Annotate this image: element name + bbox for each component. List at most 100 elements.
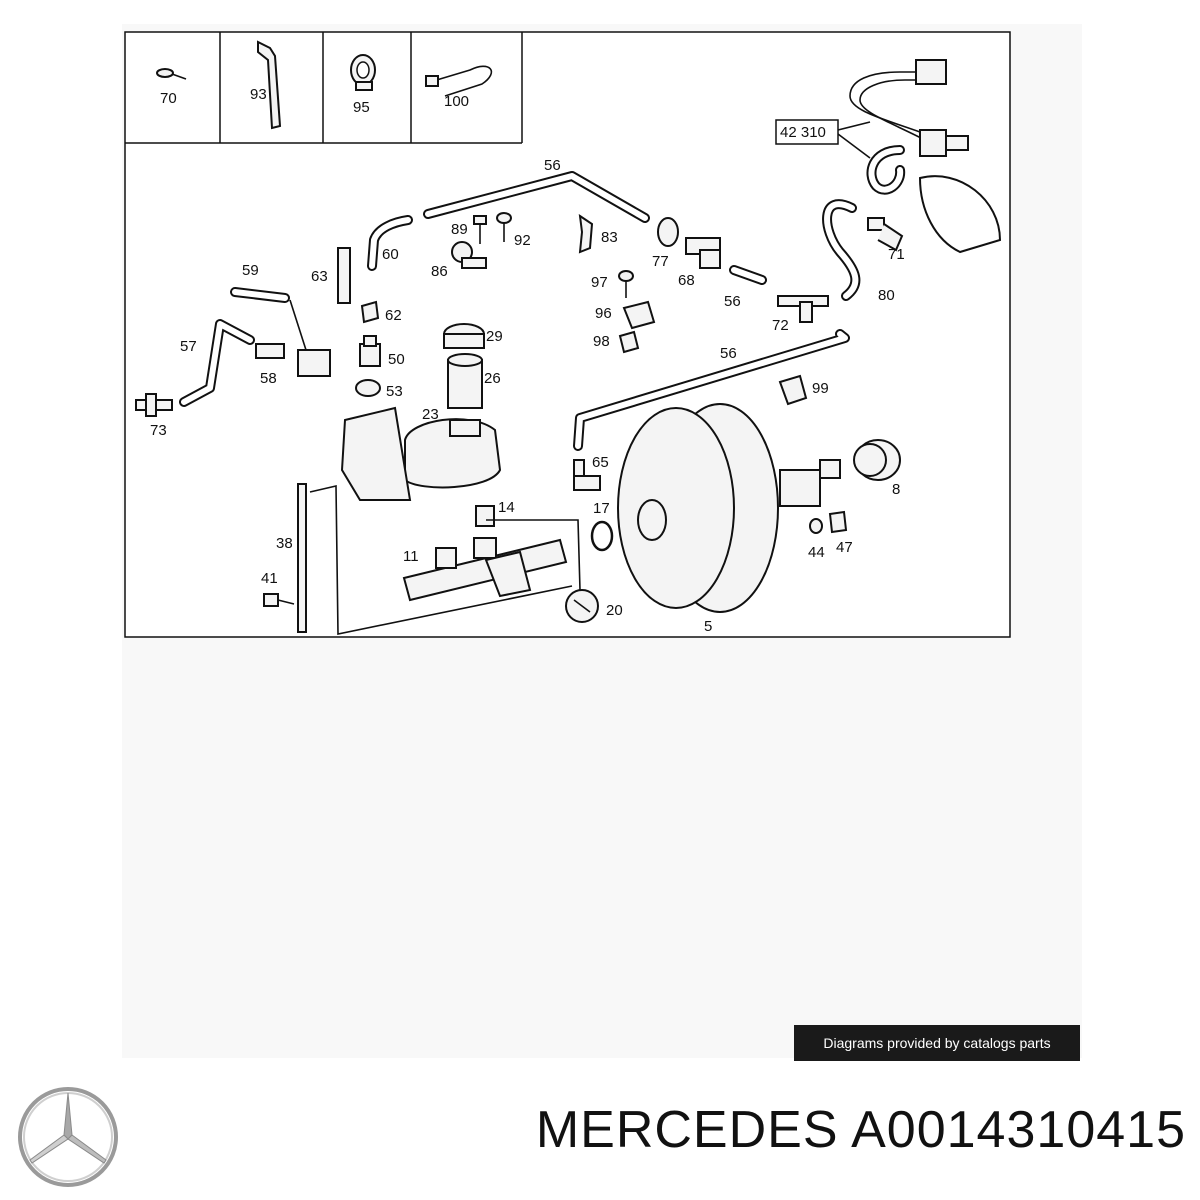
callout-97: 97 (591, 274, 608, 291)
callout-14: 14 (498, 499, 515, 516)
master-cylinder-11-icon (402, 537, 568, 602)
o-ring-17-icon (590, 520, 614, 552)
callout-8: 8 (892, 481, 900, 498)
elbow-71-icon (867, 217, 904, 252)
callout-99: 99 (812, 380, 829, 397)
tube-63-icon (337, 247, 351, 304)
screw-97-icon (618, 270, 634, 298)
parts-diagram: 70 93 95 100 42 310 56 89 92 83 77 60 86… (124, 31, 1011, 638)
hose-56-short (729, 265, 767, 285)
callout-77: 77 (652, 253, 669, 270)
callout-80: 80 (878, 287, 895, 304)
callout-59: 59 (242, 262, 259, 279)
callout-56-mid: 56 (724, 293, 741, 310)
reservoir-23-icon (340, 406, 502, 501)
vacuum-line-56-lower (573, 329, 850, 451)
hose-80-icon (822, 199, 861, 301)
hose-59-icon (230, 287, 290, 303)
mercedes-star-logo-icon (18, 1087, 118, 1187)
connector-58-icon (255, 299, 331, 377)
bracket-38-icon (297, 483, 307, 633)
callout-89: 89 (451, 221, 468, 238)
reservoir-cap-29-icon (443, 323, 485, 349)
callout-50: 50 (388, 351, 405, 368)
callout-62: 62 (385, 307, 402, 324)
booster-rear-icon (918, 175, 1002, 254)
callout-63: 63 (311, 268, 328, 285)
part-number: A0014310415 (851, 1101, 1186, 1159)
brake-booster-5-icon (617, 403, 841, 613)
bracket-93-icon (257, 40, 282, 130)
sensor-42310-icon (775, 59, 969, 159)
vacuum-line-56-top (423, 171, 650, 223)
callout-labels: 70 93 95 100 42 310 56 89 92 83 77 60 86… (150, 86, 905, 635)
footer: MERCEDES A0014310415 (0, 1070, 1200, 1200)
callout-41: 41 (261, 570, 278, 587)
nut-47-icon (828, 510, 848, 534)
callout-38: 38 (276, 535, 293, 552)
boot-8-icon (853, 439, 901, 481)
callout-17: 17 (593, 500, 610, 517)
hose-60-icon (367, 215, 413, 271)
watermark-text: Diagrams provided by catalogs parts (823, 1035, 1051, 1051)
clamp-95-icon (350, 54, 376, 91)
callout-95: 95 (353, 99, 370, 116)
callout-100: 100 (444, 93, 469, 110)
callout-58: 58 (260, 370, 277, 387)
washer-44-icon (809, 518, 823, 534)
bolt-89-icon (473, 215, 487, 244)
small-parts-box (125, 32, 523, 144)
callout-26: 26 (484, 370, 501, 387)
leader-lines (309, 484, 581, 635)
repair-kit-20-icon (565, 589, 599, 623)
callout-86: 86 (431, 263, 448, 280)
clip-83-icon (578, 213, 594, 254)
callout-98: 98 (593, 333, 610, 350)
hose-near-sensor (866, 145, 906, 195)
callout-20: 20 (606, 602, 623, 619)
screw-92-icon (496, 212, 512, 242)
filter-26-icon (447, 353, 483, 409)
callout-53: 53 (386, 383, 403, 400)
cable-tie-100-icon (425, 65, 493, 97)
callout-65: 65 (592, 454, 609, 471)
callout-72: 72 (772, 317, 789, 334)
callout-70: 70 (160, 90, 177, 107)
callout-60: 60 (382, 246, 399, 263)
clamp-96-icon (622, 300, 656, 330)
fitting-50-icon (359, 335, 381, 367)
connector-72-icon (777, 295, 829, 323)
callout-29: 29 (486, 328, 503, 345)
screw-70-icon (156, 68, 187, 80)
clamp-86-icon (451, 241, 487, 269)
watermark-badge: Diagrams provided by catalogs parts (794, 1025, 1080, 1061)
callout-11: 11 (403, 548, 419, 565)
valve-68-icon (685, 237, 721, 269)
screw-41-icon (263, 593, 295, 607)
callout-56-top: 56 (544, 157, 561, 174)
clip-99-icon (778, 374, 808, 406)
callout-73: 73 (150, 422, 167, 439)
fitting-65-icon (573, 459, 601, 491)
callout-92: 92 (514, 232, 531, 249)
seal-14-icon (475, 505, 495, 527)
callout-56-lower: 56 (720, 345, 737, 362)
callout-42310: 42 310 (780, 124, 826, 141)
callout-5: 5 (704, 618, 712, 635)
grommet-77-icon (657, 217, 679, 247)
nut-62-icon (360, 300, 380, 324)
callout-47: 47 (836, 539, 853, 556)
callout-71: 71 (888, 246, 905, 263)
connector-73-icon (135, 393, 173, 417)
washer-53-icon (355, 379, 381, 397)
part-title: MERCEDES A0014310415 (536, 1100, 1186, 1160)
callout-44: 44 (808, 544, 825, 561)
diagram-frame (124, 31, 1011, 638)
callout-83: 83 (601, 229, 618, 246)
brand-name: MERCEDES (535, 1101, 839, 1159)
callout-96: 96 (595, 305, 612, 322)
nut-98-icon (618, 330, 640, 354)
hose-57-icon (179, 319, 255, 407)
callout-23: 23 (422, 406, 439, 423)
callout-57: 57 (180, 338, 197, 355)
